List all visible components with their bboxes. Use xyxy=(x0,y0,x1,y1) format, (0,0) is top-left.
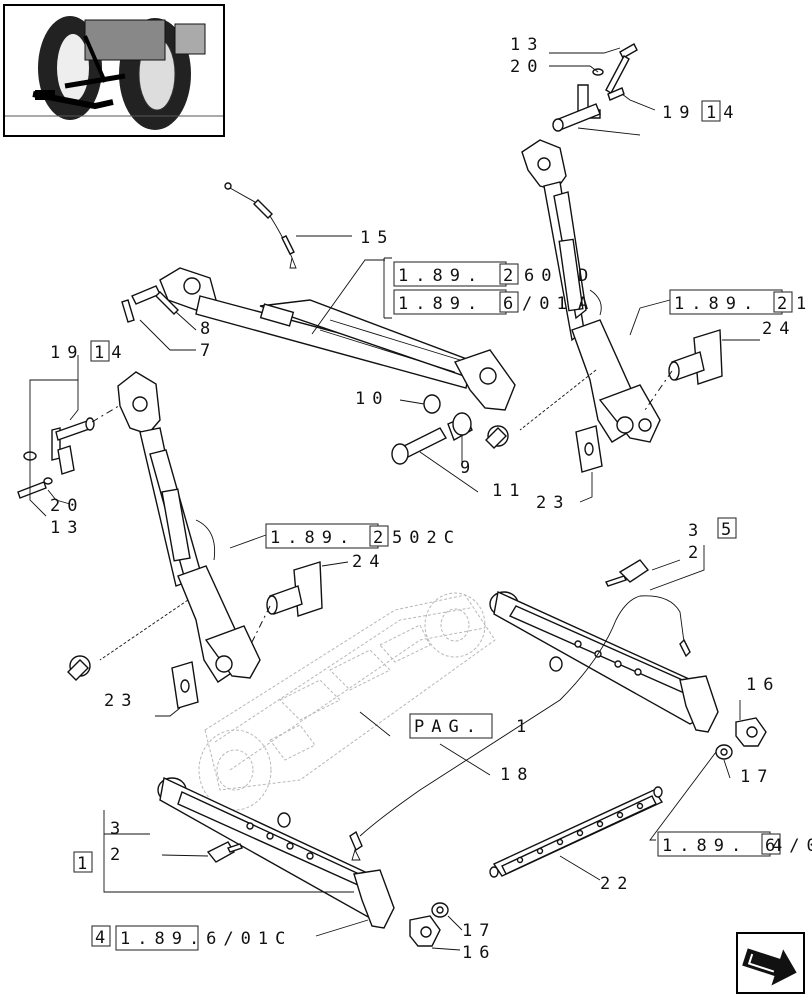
callout-10: 10 xyxy=(355,389,389,409)
ref-a-box2 xyxy=(499,263,519,285)
callout-labels: 13 20 19 14 15 8 7 1.89. 2 60 D 1.89. 6 … xyxy=(50,35,812,963)
next-page-button[interactable] xyxy=(736,932,805,994)
callout-13-top: 13 xyxy=(510,35,544,55)
pag-box xyxy=(409,713,493,739)
ref-f: 1.89.6/01C xyxy=(120,929,292,949)
callout-17-right: 17 xyxy=(740,767,774,787)
ref-box-f xyxy=(115,925,199,951)
cable-18 xyxy=(349,595,691,861)
right-chain xyxy=(485,369,597,449)
callout-23-right: 23 xyxy=(536,493,570,513)
ref-b-prefix: 1.89. xyxy=(398,294,484,314)
right-pad-23 xyxy=(575,425,603,503)
ref-e-6: 6 xyxy=(765,836,782,856)
callout-23-left: 23 xyxy=(104,691,138,711)
callout-11: 11 xyxy=(492,481,526,501)
part-10-9-11 xyxy=(391,394,479,493)
right-hook-16 xyxy=(715,700,767,779)
callout-1: 1 xyxy=(77,854,94,874)
box-5 xyxy=(717,517,737,539)
top-link-pin-8-clip-7 xyxy=(121,285,197,351)
callout-14-left: 14 xyxy=(94,343,128,363)
ref-b-01: /01 xyxy=(522,294,574,314)
ref-e-box6 xyxy=(761,833,781,855)
ref-b-a: A xyxy=(578,294,595,314)
callout-3-left: 3 xyxy=(110,819,127,839)
callout-20-left: 20 xyxy=(50,496,84,516)
callout-3-right: 3 xyxy=(688,521,705,541)
callout-2-right: 2 xyxy=(688,543,705,563)
callout-18: 18 xyxy=(500,765,534,785)
callout-24-left: 24 xyxy=(352,552,386,572)
ref-bracket xyxy=(383,257,392,319)
left-lift-rod xyxy=(117,371,261,683)
callout-2-left: 2 xyxy=(110,845,127,865)
ref-c-prefix: 1.89. xyxy=(674,294,760,314)
box-14-top xyxy=(701,100,721,122)
ref-d-2: 2 xyxy=(373,528,390,548)
callout-7: 7 xyxy=(200,341,217,361)
ref-box-d xyxy=(265,523,379,549)
right-lower-link xyxy=(489,590,719,733)
callout-19-top: 19 xyxy=(662,103,696,123)
ref-c-box2 xyxy=(773,291,793,313)
left-pad-23 xyxy=(155,661,199,717)
right-bolt-2 xyxy=(605,545,705,591)
ref-b-box6 xyxy=(499,291,519,313)
ref-d-502c: 502C xyxy=(392,528,461,548)
left-hook-16 xyxy=(409,902,463,951)
reference-leaders xyxy=(103,299,717,937)
ref-a-60: 60 xyxy=(524,266,558,286)
pag-number: 1 xyxy=(516,717,533,737)
ref-d-box2 xyxy=(369,525,389,547)
axle-housing-outline xyxy=(198,592,496,811)
arrow-icon xyxy=(742,948,797,986)
leader-24-left xyxy=(321,561,349,567)
callout-9: 9 xyxy=(460,458,477,478)
ref-a-d: D xyxy=(578,266,595,286)
callout-15: 15 xyxy=(360,228,394,248)
ref-c-1: 1 xyxy=(796,294,812,314)
callout-13-left: 13 xyxy=(50,518,84,538)
callout-17-bottom: 17 xyxy=(462,921,496,941)
callout-19-left: 19 xyxy=(50,343,84,363)
box-14-left xyxy=(90,340,110,362)
top-link-assembly xyxy=(159,259,516,411)
ref-c-2: 2 xyxy=(777,294,794,314)
ref-d-prefix: 1.89. xyxy=(270,528,356,548)
left-pin-assembly xyxy=(17,355,123,517)
callout-22: 22 xyxy=(600,874,634,894)
right-lift-rod xyxy=(521,139,661,443)
ref-a-2: 2 xyxy=(503,266,520,286)
pag-label: PAG. xyxy=(414,717,483,737)
top-bolt-assembly xyxy=(549,43,656,136)
right-pin-24 xyxy=(644,329,760,411)
left-rod-leader xyxy=(229,534,267,549)
callout-20-top: 20 xyxy=(510,57,544,77)
left-chain xyxy=(67,599,189,681)
cable-15 xyxy=(224,182,352,269)
tractor-thumbnail xyxy=(3,4,225,137)
callout-8: 8 xyxy=(200,319,217,339)
callout-24-right: 24 xyxy=(762,319,796,339)
left-lower-link xyxy=(157,776,395,929)
ref-e-40: 4/0 xyxy=(772,836,812,856)
drawbar-22 xyxy=(489,786,664,881)
box-4 xyxy=(91,925,111,947)
tractor-thumbnail-art xyxy=(5,16,223,130)
callout-16-bottom: 16 xyxy=(462,943,496,963)
box-1 xyxy=(73,851,93,873)
callout-16-right: 16 xyxy=(746,675,780,695)
ref-a-prefix: 1.89. xyxy=(398,266,484,286)
callout-5: 5 xyxy=(721,520,738,540)
callout-14-top: 14 xyxy=(706,103,740,123)
ref-e-prefix: 1.89. xyxy=(662,836,748,856)
ref-b-6: 6 xyxy=(503,294,520,314)
left-bolt-2 xyxy=(161,841,243,863)
leader-10 xyxy=(399,399,425,405)
callout-4: 4 xyxy=(95,928,112,948)
left-pin-24 xyxy=(249,561,323,647)
